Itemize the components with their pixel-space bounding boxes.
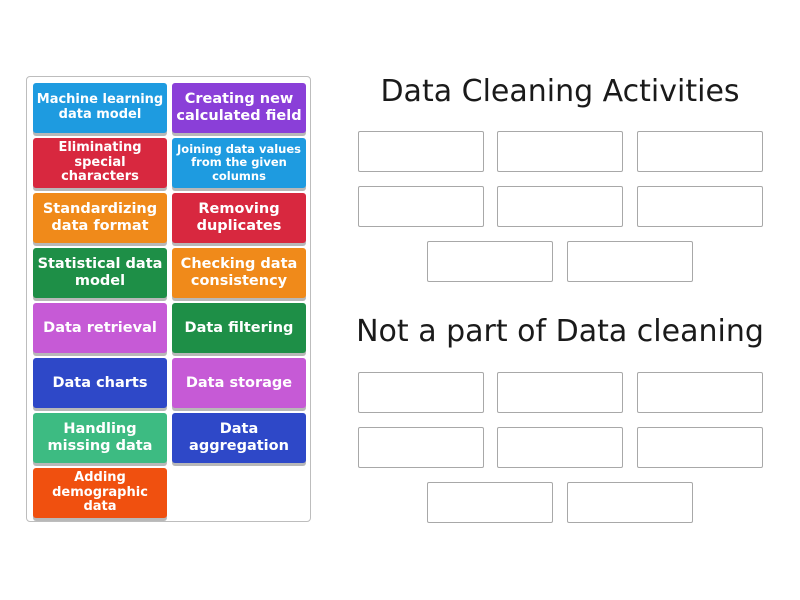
card-data-filtering[interactable]: Data filtering bbox=[172, 303, 306, 353]
drop-slot[interactable] bbox=[358, 427, 484, 468]
card-label: Machine learning data model bbox=[36, 92, 164, 122]
card-label: Data retrieval bbox=[43, 319, 157, 336]
card-label: Adding demographic data bbox=[52, 469, 148, 515]
drop-slot[interactable] bbox=[567, 482, 693, 523]
card-standardizing-data-format[interactable]: Standardizing data format bbox=[33, 193, 167, 243]
card-adding-demographic-data[interactable]: Adding demographic data bbox=[33, 468, 167, 518]
drop-slot[interactable] bbox=[427, 241, 553, 282]
card-data-aggregation[interactable]: Data aggregation bbox=[172, 413, 306, 463]
drop-slot[interactable] bbox=[427, 482, 553, 523]
group-title-not-data-cleaning: Not a part of Data cleaning bbox=[356, 314, 764, 349]
card-eliminating-special-characters[interactable]: Eliminating special characters bbox=[33, 138, 167, 188]
card-label: Data storage bbox=[185, 374, 293, 391]
card-label: Creating new calculated field bbox=[176, 91, 302, 124]
card-removing-duplicates[interactable]: Removing duplicates bbox=[172, 193, 306, 243]
drop-slot[interactable] bbox=[637, 186, 763, 227]
card-label: Checking data consistency bbox=[180, 256, 298, 289]
card-data-storage[interactable]: Data storage bbox=[172, 358, 306, 408]
drop-slot[interactable] bbox=[497, 186, 623, 227]
drop-slot[interactable] bbox=[497, 131, 623, 172]
card-machine-learning-data-model[interactable]: Machine learning data model bbox=[33, 83, 167, 133]
card-label: Handling missing data bbox=[47, 421, 153, 454]
card-label: Data charts bbox=[52, 374, 148, 391]
drop-slot[interactable] bbox=[637, 372, 763, 413]
card-label: Removing duplicates bbox=[196, 201, 282, 234]
card-data-retrieval[interactable]: Data retrieval bbox=[33, 303, 167, 353]
card-label: Data aggregation bbox=[189, 421, 289, 454]
drop-slot[interactable] bbox=[358, 186, 484, 227]
card-data-charts[interactable]: Data charts bbox=[33, 358, 167, 408]
drop-slot[interactable] bbox=[358, 372, 484, 413]
drop-slot[interactable] bbox=[358, 131, 484, 172]
drop-slot[interactable] bbox=[637, 131, 763, 172]
drop-slot[interactable] bbox=[497, 427, 623, 468]
card-checking-data-consistency[interactable]: Checking data consistency bbox=[172, 248, 306, 298]
card-label: Joining data values from the given colum… bbox=[177, 142, 301, 183]
card-label: Standardizing data format bbox=[42, 201, 158, 234]
card-label: Data filtering bbox=[184, 319, 294, 336]
drop-slot[interactable] bbox=[567, 241, 693, 282]
drop-slot[interactable] bbox=[497, 372, 623, 413]
drop-slot[interactable] bbox=[637, 427, 763, 468]
card-joining-data-values[interactable]: Joining data values from the given colum… bbox=[172, 138, 306, 188]
card-label: Eliminating special characters bbox=[58, 139, 142, 185]
card-handling-missing-data[interactable]: Handling missing data bbox=[33, 413, 167, 463]
group-title-data-cleaning: Data Cleaning Activities bbox=[380, 74, 740, 109]
card-statistical-data-model[interactable]: Statistical data model bbox=[33, 248, 167, 298]
card-creating-new-calculated-field[interactable]: Creating new calculated field bbox=[172, 83, 306, 133]
card-label: Statistical data model bbox=[37, 256, 163, 289]
